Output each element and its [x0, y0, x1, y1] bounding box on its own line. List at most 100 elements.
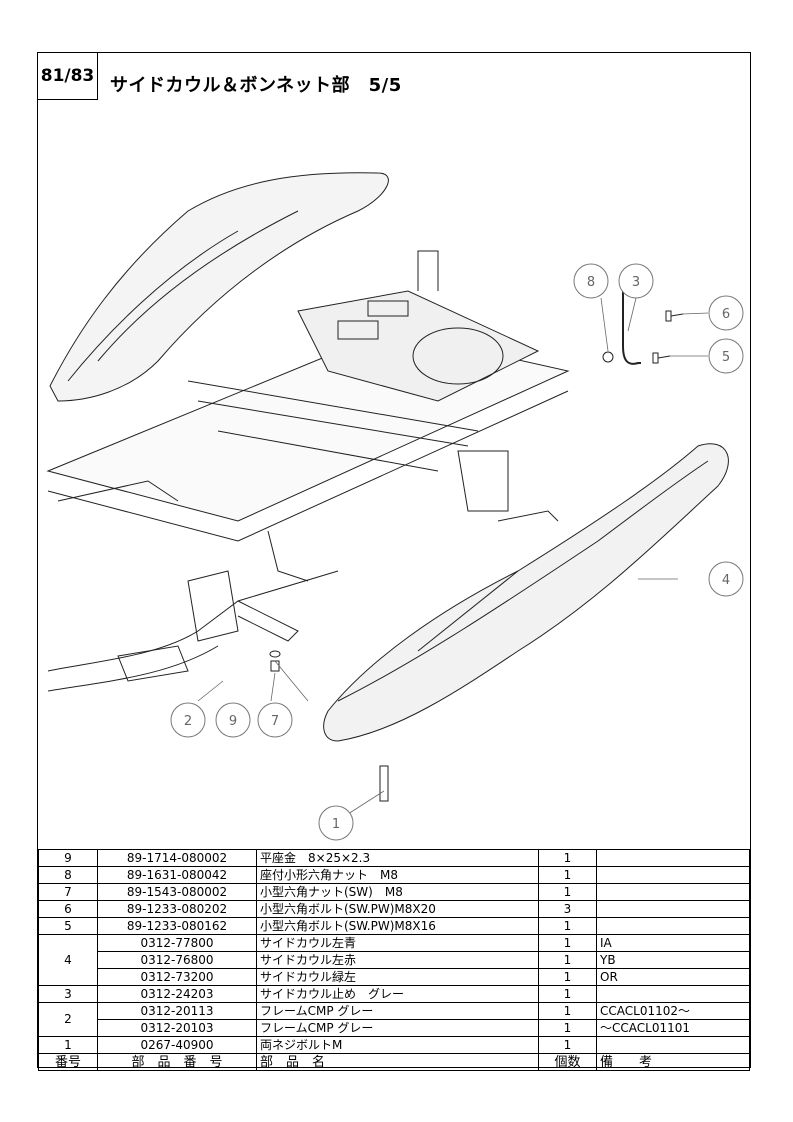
part-name: サイドカウル止め グレー	[256, 985, 539, 1003]
bolt-6-shape	[665, 310, 684, 322]
item-number: 6	[38, 900, 98, 918]
part-name: フレームCMP グレー	[256, 1002, 539, 1020]
remarks	[596, 985, 750, 1003]
quantity: 1	[538, 1019, 597, 1037]
quantity: 3	[538, 900, 597, 918]
callout-3-circle	[618, 263, 654, 299]
item-number: 9	[38, 849, 98, 867]
item-number: 4	[38, 934, 98, 986]
callout-2: 2	[184, 714, 192, 729]
item-number: 8	[38, 866, 98, 884]
table-header-row: 番号部 品 番 号部 品 名個数備 考	[38, 1053, 750, 1071]
part-number: 0312-20113	[97, 1002, 257, 1020]
callout-2-circle	[170, 702, 206, 738]
part-number: 0267-40900	[97, 1036, 257, 1054]
item-number: 1	[38, 1036, 98, 1054]
nut-shape	[602, 351, 614, 363]
part-name: 小型六角ナット(SW) M8	[256, 883, 539, 901]
part-name: 両ネジボルトM	[256, 1036, 539, 1054]
remarks	[596, 917, 750, 935]
quantity: 1	[538, 934, 597, 952]
part-number: 0312-24203	[97, 985, 257, 1003]
part-name: サイドカウル左赤	[256, 951, 539, 969]
callout-8: 8	[587, 275, 595, 290]
quantity: 1	[538, 849, 597, 867]
remarks	[596, 866, 750, 884]
bolt-5-shape	[652, 352, 671, 364]
quantity: 1	[538, 985, 597, 1003]
callout-8-circle	[573, 263, 609, 299]
callout-5: 5	[722, 350, 730, 365]
remarks	[596, 849, 750, 867]
remarks	[596, 900, 750, 918]
parts-sheet: 81/83 サイドカウル＆ボンネット部 5/5	[37, 52, 751, 1071]
part-name: フレームCMP グレー	[256, 1019, 539, 1037]
part-name: 小型六角ボルト(SW.PW)M8X16	[256, 917, 539, 935]
callout-9-circle	[215, 702, 251, 738]
page-number: 81/83	[38, 53, 98, 100]
item-number: 5	[38, 917, 98, 935]
remarks	[596, 1036, 750, 1054]
part-number: 89-1233-080162	[97, 917, 257, 935]
part-number: 89-1543-080002	[97, 883, 257, 901]
part-name: 平座金 8×25×2.3	[256, 849, 539, 867]
part-number: 89-1631-080042	[97, 866, 257, 884]
remarks: CCACL01102～	[596, 1002, 750, 1020]
remarks: IA	[596, 934, 750, 952]
part-number: 0312-20103	[97, 1019, 257, 1037]
quantity: 1	[538, 1002, 597, 1020]
callout-4-circle	[708, 561, 744, 597]
callout-6: 6	[722, 307, 730, 322]
quantity: 1	[538, 1036, 597, 1054]
item-number: 2	[38, 1002, 98, 1037]
part-name: 小型六角ボルト(SW.PW)M8X20	[256, 900, 539, 918]
part-number: 89-1233-080202	[97, 900, 257, 918]
lower-frame	[47, 570, 339, 692]
callout-1: 1	[332, 817, 340, 832]
remarks: ～CCACL01101	[596, 1019, 750, 1037]
quantity: 1	[538, 883, 597, 901]
part-name: サイドカウル左青	[256, 934, 539, 952]
page-title: サイドカウル＆ボンネット部 5/5	[110, 75, 402, 96]
bonnet-shape	[49, 172, 389, 402]
callout-4: 4	[722, 573, 730, 588]
part-name: サイドカウル緑左	[256, 968, 539, 986]
part-number: 0312-73200	[97, 968, 257, 986]
callout-7: 7	[271, 714, 279, 729]
header-quantity: 個数	[538, 1053, 597, 1071]
part-name: 座付小形六角ナット M8	[256, 866, 539, 884]
remarks: OR	[596, 968, 750, 986]
item-number: 7	[38, 883, 98, 901]
header-number: 番号	[38, 1053, 98, 1071]
quantity: 1	[538, 951, 597, 969]
quantity: 1	[538, 917, 597, 935]
frame-platform	[297, 290, 540, 402]
cowl-stay-shape	[622, 286, 641, 365]
header-part-number: 部 品 番 号	[97, 1053, 257, 1071]
callout-9: 9	[229, 714, 237, 729]
exploded-parts-diagram: 1 2 3 4 5 6 7 8 9	[46, 172, 744, 841]
remarks: YB	[596, 951, 750, 969]
part-number: 89-1714-080002	[97, 849, 257, 867]
header-remarks: 備 考	[596, 1053, 750, 1071]
part-number: 0312-76800	[97, 951, 257, 969]
header-part-name: 部 品 名	[256, 1053, 539, 1071]
part-number: 0312-77800	[97, 934, 257, 952]
callout-3: 3	[632, 275, 640, 290]
callout-1-circle	[318, 805, 354, 841]
side-cowl-shape	[323, 443, 729, 742]
callout-5-circle	[708, 338, 744, 374]
